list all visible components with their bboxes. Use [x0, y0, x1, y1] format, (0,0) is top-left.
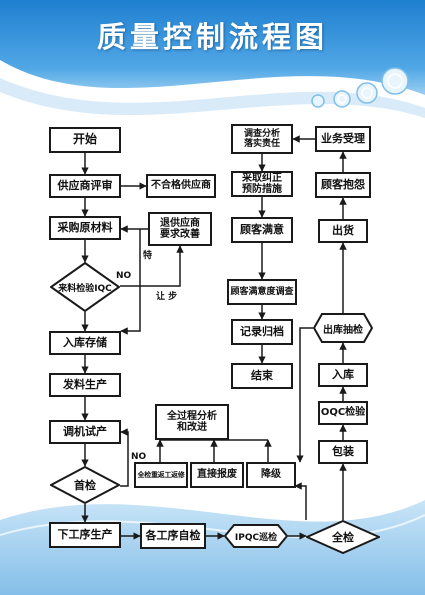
light-swoosh [0, 78, 425, 118]
node-self-check: 各工序自检 [140, 523, 206, 549]
bubble-decoration [311, 67, 409, 108]
node-trial-production: 调机试产 [49, 420, 121, 444]
node-ipqc-label: IPQC巡检 [234, 532, 278, 543]
node-survey: 顾客满意度调查 [227, 279, 297, 305]
diamond-shape [50, 466, 120, 504]
diamond-shape [306, 520, 380, 554]
edge-label-first-no: NO [131, 452, 147, 462]
node-scrap: 直接报废 [190, 462, 244, 488]
arrow-first-no-trial [120, 428, 129, 487]
edge-label-concession: 让 步 [156, 292, 178, 302]
node-process-analysis: 全过程分析 和改进 [155, 404, 229, 440]
node-full-check: 全检 [306, 520, 380, 554]
node-supplier-review: 供应商评审 [49, 174, 121, 198]
node-unqualified-supplier: 不合格供应商 [146, 174, 216, 198]
hexagon-shape [224, 524, 288, 548]
node-first-inspection: 首检 [50, 466, 120, 504]
node-start: 开始 [49, 127, 121, 153]
edge-label-special: 特 [143, 251, 153, 261]
diamond-shape [50, 262, 120, 312]
node-iqc: 来料检验IQC [50, 262, 120, 312]
hexagon-shape [313, 313, 373, 343]
node-downgrade: 降级 [246, 462, 296, 488]
node-investigate: 调查分析 落实责任 [231, 124, 293, 154]
node-issue-production: 发料生产 [49, 373, 121, 397]
node-warehouse-entry: 入库 [318, 363, 368, 387]
node-next-process: 下工序生产 [49, 522, 121, 548]
node-packing: 包装 [318, 440, 368, 464]
edge-label-iqc-no: NO [116, 271, 132, 281]
node-rework: 全检重返工返修 [134, 462, 188, 488]
node-purchase-material: 采购原材料 [49, 216, 121, 240]
arrow-concession [120, 229, 141, 335]
page-title: 质量控制流程图 [96, 20, 328, 54]
node-warehouse-in: 入库存储 [49, 331, 121, 355]
node-complaint: 顾客抱怨 [315, 172, 371, 198]
arrow-full-disposition [294, 482, 307, 520]
node-iqc-label: 来料检验IQC [58, 283, 112, 294]
node-oqc: OQC检验 [318, 401, 368, 425]
node-outgoing-check-label: 出库抽检 [323, 324, 363, 336]
node-return-supplier: 退供应商 要求改善 [148, 212, 212, 246]
node-first-inspection-label: 首检 [74, 479, 96, 492]
node-corrective: 采取纠正 预防措施 [231, 171, 293, 197]
node-satisfaction: 顾客满意 [231, 217, 293, 243]
node-record: 记录归档 [231, 319, 293, 345]
node-shipping: 出货 [318, 219, 368, 243]
node-ipqc: IPQC巡检 [224, 524, 288, 548]
node-full-check-label: 全检 [332, 531, 354, 544]
node-business-accept: 业务受理 [315, 126, 371, 152]
arrow-outgoing-feedback [296, 327, 313, 463]
node-outgoing-check: 出库抽检 [313, 313, 373, 343]
node-end: 结束 [231, 363, 293, 389]
